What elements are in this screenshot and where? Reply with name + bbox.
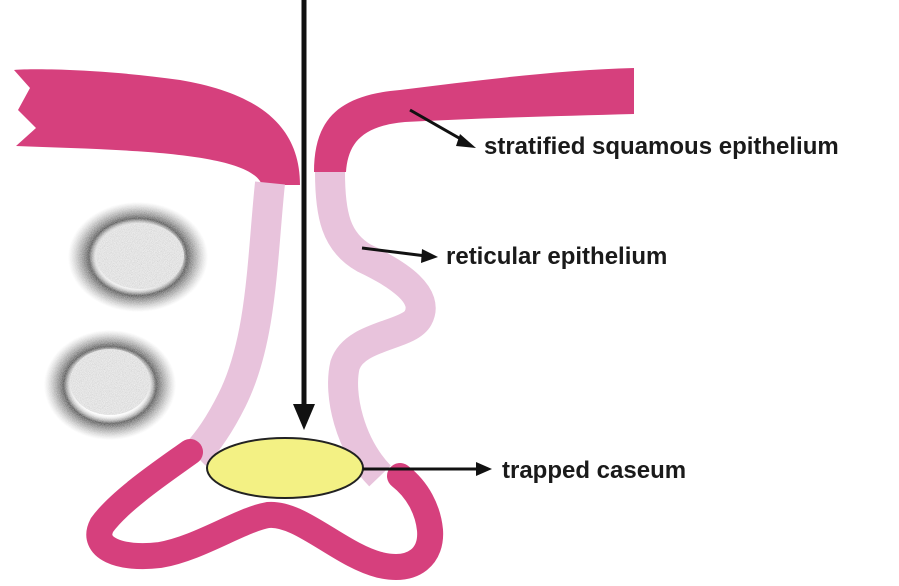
crypt-entry-arrow <box>293 0 315 430</box>
trapped-caseum <box>207 438 363 498</box>
lymphoid-follicle-upper <box>68 202 208 312</box>
label-trapped-caseum: trapped caseum <box>502 457 686 484</box>
reticular-epithelium-left <box>195 183 270 455</box>
stratified-epithelium-left-surface <box>14 69 300 185</box>
reticular-epithelium-right <box>330 172 421 476</box>
label-stratified-squamous-epithelium: stratified squamous epithelium <box>484 133 839 160</box>
lymphoid-follicle-lower <box>44 330 176 440</box>
label-reticular-epithelium: reticular epithelium <box>446 243 667 270</box>
